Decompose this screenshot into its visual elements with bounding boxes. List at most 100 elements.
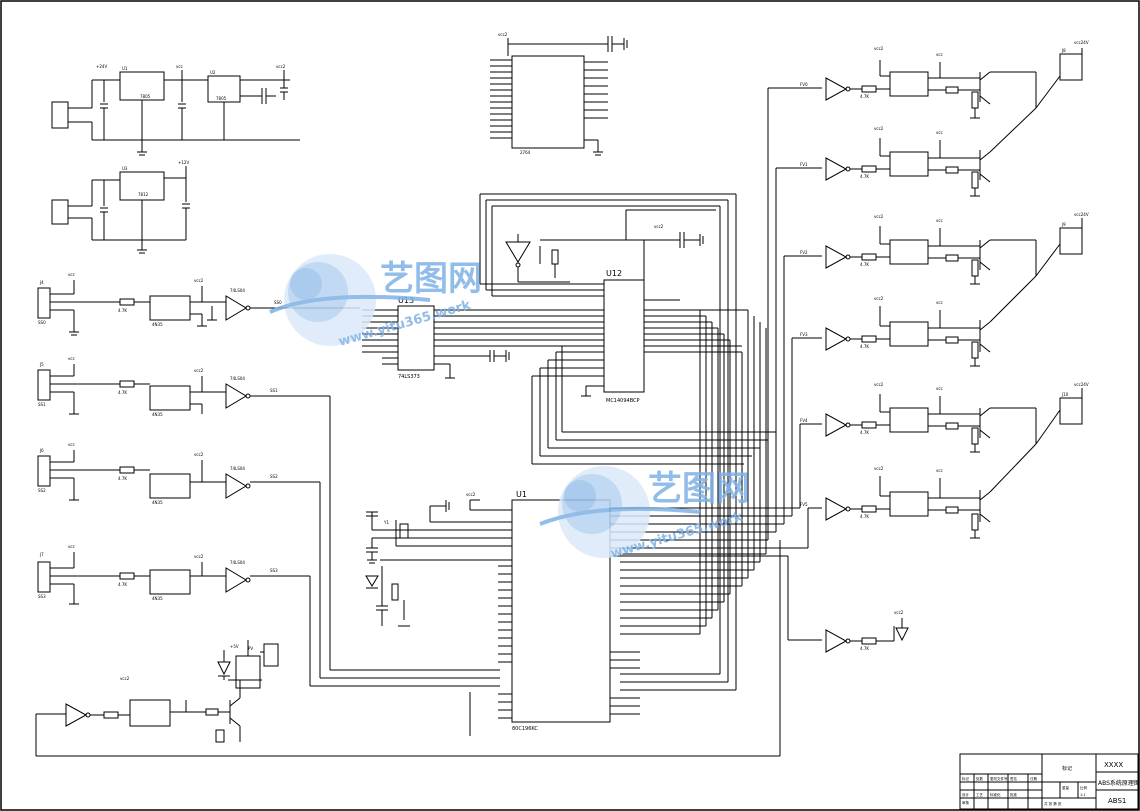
net-vcc-s2: vcc bbox=[68, 442, 75, 447]
sensor-name-0: SS0 bbox=[38, 320, 46, 325]
net-vcc2-s0: vcc2 bbox=[194, 278, 204, 283]
valve-vcc-3: vcc bbox=[936, 300, 943, 305]
valve-res-2: 4.7K bbox=[860, 262, 869, 267]
inv-label-d: 74LS04 bbox=[230, 560, 245, 565]
net-vcc-s3: vcc bbox=[68, 544, 75, 549]
valve-feed-lines bbox=[610, 87, 822, 641]
net-ss3: SS3 bbox=[270, 568, 278, 573]
u1-label: U1 bbox=[516, 490, 527, 499]
valve-vcc-1: vcc bbox=[936, 130, 943, 135]
tb-header-4: 日期 bbox=[1030, 776, 1038, 781]
u13-label: U13 bbox=[398, 296, 414, 305]
valve-channel-6 bbox=[825, 618, 909, 653]
title-drawing-name: ABS1 bbox=[1108, 797, 1126, 805]
valve-out-0: vcc24V bbox=[1074, 40, 1089, 45]
sensor-channel-3 bbox=[37, 552, 500, 687]
opto-label-b: 4N35 bbox=[152, 412, 163, 417]
valve-vcc2-6: vcc2 bbox=[894, 610, 904, 615]
tb-header-2: 更改文件号 bbox=[990, 776, 1008, 781]
data-bus-loops bbox=[479, 193, 776, 691]
valve-vcc-4: vcc bbox=[936, 386, 943, 391]
sensor-name-2: SS2 bbox=[38, 488, 46, 493]
opto-label-d: 4N35 bbox=[152, 596, 163, 601]
valve-vcc2-1: vcc2 bbox=[874, 126, 884, 131]
watermark-upper: 艺图网 www.yitu365.work bbox=[269, 254, 482, 350]
title-description: ABS系统原理图 bbox=[1098, 779, 1140, 787]
tb-weight: 重量 bbox=[1062, 785, 1070, 790]
net-plus12v: +12V bbox=[178, 160, 189, 165]
sensor-channel-1 bbox=[37, 364, 500, 671]
power-supply-12v bbox=[51, 166, 190, 254]
valve-vcc-0: vcc bbox=[936, 52, 943, 57]
title-code: XXXX bbox=[1104, 761, 1123, 769]
eprom-part: 2764 bbox=[520, 150, 531, 155]
valve-channel-0 bbox=[825, 48, 1083, 119]
u12-label: U12 bbox=[606, 269, 622, 278]
valve-net-fv2: FV2 bbox=[800, 250, 808, 255]
reg2-part: 7805 bbox=[216, 96, 227, 101]
net-vcc2-lamp: vcc2 bbox=[120, 676, 130, 681]
res-label-c: 4.7K bbox=[118, 476, 127, 481]
tb-scale: 比例 bbox=[1080, 785, 1088, 790]
valve-res-3: 4.7K bbox=[860, 344, 869, 349]
net-plus5v: +5V bbox=[230, 644, 239, 649]
tb-sheet: 共 张 第 张 bbox=[1044, 801, 1062, 806]
eprom-chip bbox=[490, 36, 628, 156]
conn-j7: J7 bbox=[39, 552, 44, 557]
valve-channel-3 bbox=[825, 275, 1037, 367]
tb-footer-2: 工艺 bbox=[976, 792, 984, 797]
inv-label-b: 74LS04 bbox=[230, 376, 245, 381]
watermark-brand-lower: 艺图网 bbox=[648, 469, 750, 509]
net-ss0: SS0 bbox=[274, 300, 282, 305]
sensor-name-1: SS1 bbox=[38, 402, 46, 407]
tb-footer-3: 标准化 bbox=[990, 792, 1001, 797]
valve-channel-4 bbox=[825, 388, 1083, 453]
net-ss1: SS1 bbox=[270, 388, 278, 393]
inv-label-a: 74LS04 bbox=[230, 288, 245, 293]
sensor-channel-0 bbox=[37, 280, 360, 336]
title-seal: 标记 bbox=[1062, 765, 1072, 772]
u12-shift-register bbox=[570, 279, 742, 397]
net-plus24v: +24V bbox=[96, 64, 107, 69]
reg2-label: U2 bbox=[210, 70, 216, 75]
tb-ratio: 1:1 bbox=[1080, 793, 1086, 797]
tb-footer-0: 设计 bbox=[962, 792, 970, 797]
valve-vcc-2: vcc bbox=[936, 218, 943, 223]
opto-label-a: 4N35 bbox=[152, 322, 163, 327]
valve-channel-2 bbox=[825, 218, 1083, 285]
valve-vcc2-2: vcc2 bbox=[874, 214, 884, 219]
valve-conn-j9: J9 bbox=[1061, 222, 1066, 227]
reg3-label: U3 bbox=[122, 166, 128, 171]
valve-channel-1 bbox=[825, 107, 1037, 197]
title-block: XXXX ABS系统原理图 ABS1 标记 标记 处数 更改文件号 签名 日期 … bbox=[959, 753, 1140, 810]
valve-vcc2-4: vcc2 bbox=[874, 382, 884, 387]
valve-res-0: 4.7K bbox=[860, 94, 869, 99]
valve-net-fv5: FV5 bbox=[800, 502, 808, 507]
inv-label-c: 74LS04 bbox=[230, 466, 245, 471]
res-label-a: 4.7K bbox=[118, 308, 127, 313]
net-vcc2-s1: vcc2 bbox=[194, 368, 204, 373]
valve-net-fv4: FV4 bbox=[800, 418, 808, 423]
valve-res-1: 4.7K bbox=[860, 174, 869, 179]
net-vcc-a: vcc bbox=[176, 64, 183, 69]
valve-vcc2-0: vcc2 bbox=[874, 46, 884, 51]
net-vcc-s0: vcc bbox=[68, 272, 75, 277]
tb-footer-4: 批准 bbox=[1010, 792, 1018, 797]
opto-label-c: 4N35 bbox=[152, 500, 163, 505]
net-vcc-s1: vcc bbox=[68, 356, 75, 361]
lamp-label: PV bbox=[248, 646, 253, 651]
net-vcc2-eprom: vcc2 bbox=[498, 32, 508, 37]
valve-net-fv0: FV0 bbox=[800, 82, 808, 87]
watermark-brand-upper: 艺图网 bbox=[380, 259, 482, 299]
reg3-part: 7812 bbox=[138, 192, 149, 197]
res-label-b: 4.7K bbox=[118, 390, 127, 395]
u12-part-label: MC14094BCP bbox=[606, 398, 640, 404]
valve-res-6: 4.7K bbox=[860, 646, 869, 651]
conn-j4: J4 bbox=[39, 280, 44, 285]
power-supply-5v bbox=[51, 70, 300, 156]
sensor-name-3: SS3 bbox=[38, 594, 46, 599]
u13-part-label: 74LS373 bbox=[398, 374, 420, 380]
net-vcc2-u12: vcc2 bbox=[654, 224, 664, 229]
